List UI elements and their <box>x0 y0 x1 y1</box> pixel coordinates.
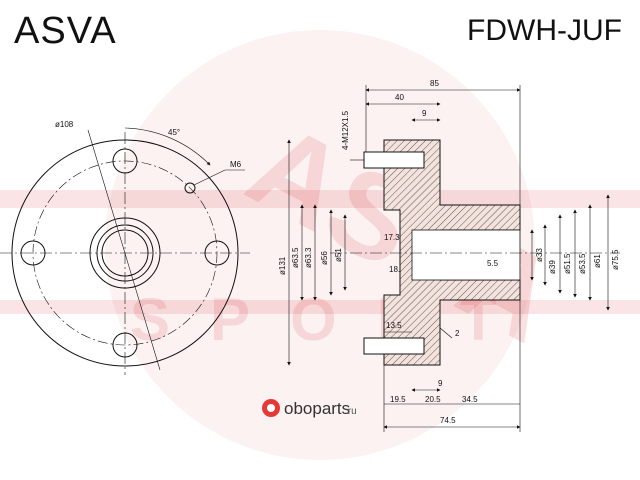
front-view: ø108 45° M6 <box>0 120 250 375</box>
dim-d61: ø61 <box>593 254 602 268</box>
dim-overall-length: 85 <box>430 79 439 88</box>
footer-logo-suffix: .ru <box>345 406 357 417</box>
dim-d75-5: ø75.5 <box>611 249 620 270</box>
dim-len-34-5: 34.5 <box>462 395 478 404</box>
m6-leader <box>193 169 226 186</box>
dim-len-19-5: 19.5 <box>390 395 406 404</box>
dim-len-17-3: 17.3 <box>384 233 400 242</box>
dim-d51-5: ø51.5 <box>563 253 572 274</box>
dim-d53-5: ø53.5 <box>578 253 587 274</box>
dim-len-20-5: 20.5 <box>425 395 441 404</box>
pcd-leader <box>87 129 161 371</box>
dim-m6: M6 <box>230 160 242 169</box>
stud-bottom <box>363 337 425 355</box>
angle-arc <box>124 127 211 166</box>
footer-logo: oboparts .ru <box>262 399 357 418</box>
dim-d56: ø56 <box>320 251 329 265</box>
dim-thread: 4-M12X1.5 <box>341 110 350 150</box>
dim-d63-3: ø63.3 <box>304 247 313 268</box>
dim-d33: ø33 <box>535 248 544 262</box>
dim-pcd: ø108 <box>55 120 74 129</box>
dim-len-9-bottom: 9 <box>438 379 443 388</box>
dim-len-74-5: 74.5 <box>440 416 456 425</box>
dim-len-5-5: 5.5 <box>487 259 499 268</box>
stud-top <box>363 151 425 169</box>
dim-d51: ø51 <box>334 248 343 262</box>
dim-len-13-5: 13.5 <box>386 321 402 330</box>
dim-d131: ø131 <box>278 256 287 275</box>
dim-len-40: 40 <box>395 93 404 102</box>
bore-section <box>411 229 521 281</box>
dim-len-9-top: 9 <box>422 109 427 118</box>
dim-d39: ø39 <box>548 260 557 274</box>
m6-hole <box>184 182 196 194</box>
dim-len-18: 18. <box>389 265 400 274</box>
side-section-view: 85 40 9 4-M12X1.5 ø131 ø63.5 ø63.3 ø56 ø… <box>278 79 620 432</box>
dim-len-2: 2 <box>455 329 460 338</box>
dim-d63-5: ø63.5 <box>291 247 300 268</box>
part-number: FDWH-JUF <box>467 14 622 47</box>
footer-logo-text: oboparts <box>284 399 350 418</box>
watermark: ASVA SPORT <box>0 30 640 460</box>
dim-angle: 45° <box>168 128 180 137</box>
brand-logo-text: ASVA <box>14 10 117 52</box>
